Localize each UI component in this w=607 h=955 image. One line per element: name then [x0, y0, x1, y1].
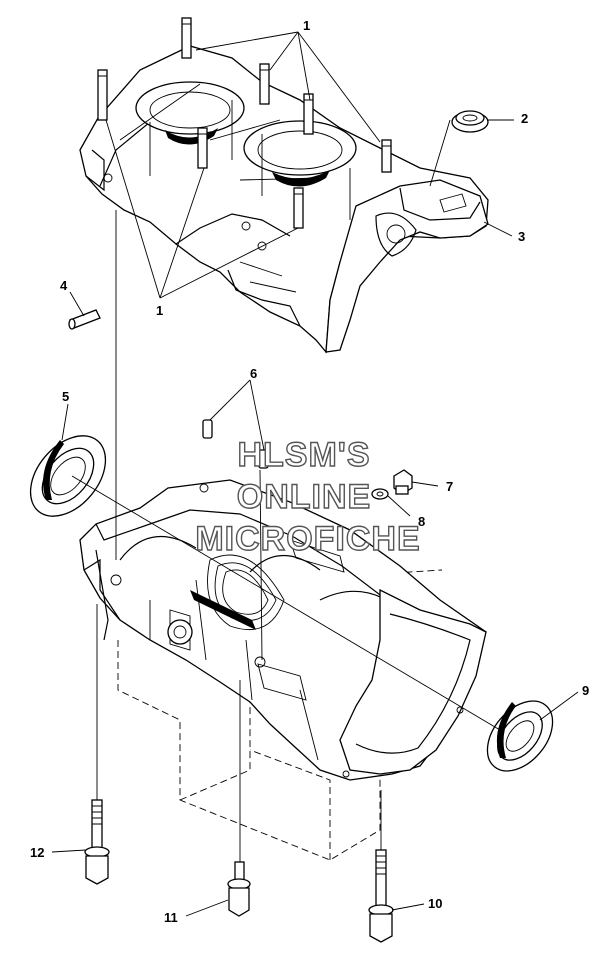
callout-12: 12 [30, 845, 44, 860]
watermark-line-1: HLSM'S [237, 436, 370, 474]
watermark: HLSM'S ONLINE MICROFICHE [195, 435, 421, 558]
watermark-line-3: MICROFICHE [195, 520, 420, 558]
callout-1-top: 1 [303, 18, 310, 33]
watermark-line-2: ONLINE [237, 478, 371, 516]
callout-labels: 1 1 2 3 4 5 6 7 8 9 10 11 12 [30, 18, 589, 925]
cylinder-studs [97, 17, 392, 229]
grommet-part [451, 110, 489, 133]
leader-lines [51, 31, 579, 917]
callout-6: 6 [250, 366, 257, 381]
callout-10: 10 [428, 896, 442, 911]
upper-crankcase [79, 17, 489, 354]
plug-screw-part [393, 469, 413, 495]
bolt-10-part [368, 849, 394, 943]
dowel-pin-part [68, 309, 101, 330]
callout-11: 11 [164, 910, 178, 925]
callout-8: 8 [418, 514, 425, 529]
callout-2: 2 [521, 111, 528, 126]
washer-part [371, 488, 389, 500]
oil-seal-right-part [486, 700, 554, 772]
assembly-centerlines [71, 210, 501, 862]
callout-1-bottom: 1 [156, 303, 163, 318]
callout-7: 7 [446, 479, 453, 494]
bolt-12-part [84, 799, 110, 885]
callout-9: 9 [582, 683, 589, 698]
lower-crankcase [79, 479, 487, 861]
callout-3: 3 [518, 229, 525, 244]
callout-4: 4 [60, 278, 68, 293]
oil-seal-left-part [29, 435, 107, 517]
dowel-pin-lower-part [202, 419, 269, 469]
callout-5: 5 [62, 389, 69, 404]
bolt-11-part [227, 861, 251, 917]
